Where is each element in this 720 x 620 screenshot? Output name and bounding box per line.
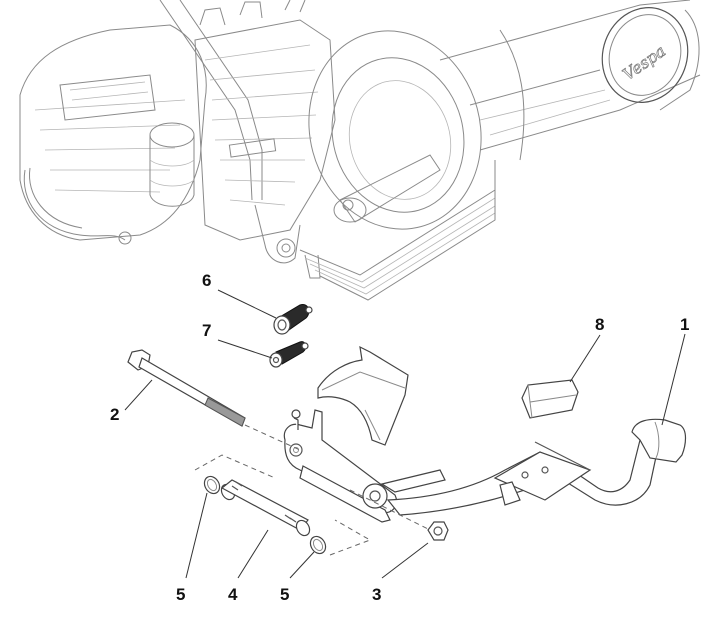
pivot-bolt <box>127 349 246 427</box>
callout-label-5a: 5 <box>176 585 185 604</box>
callout-4: 4 <box>228 529 269 604</box>
engine-assembly: Vespa <box>19 0 701 301</box>
callout-label-1: 1 <box>680 315 689 334</box>
centre-stand-frame <box>244 345 687 536</box>
bushing-pin <box>220 479 311 537</box>
return-spring-large <box>273 303 313 335</box>
washer-right <box>309 535 327 555</box>
callout-5-left: 5 <box>176 492 208 604</box>
callout-5-right: 5 <box>280 551 315 604</box>
callout-label-2: 2 <box>110 405 119 424</box>
rubber-stop-pad <box>521 379 579 419</box>
lock-nut <box>427 521 449 541</box>
callout-7: 7 <box>202 321 273 359</box>
callout-3: 3 <box>372 542 429 604</box>
washer-left <box>203 475 221 495</box>
callout-1: 1 <box>661 315 689 426</box>
callout-label-7: 7 <box>202 321 211 340</box>
callout-label-4: 4 <box>228 585 238 604</box>
callout-2: 2 <box>110 379 153 424</box>
callout-label-5b: 5 <box>280 585 289 604</box>
callout-label-6: 6 <box>202 271 211 290</box>
return-spring-small <box>269 341 309 368</box>
callout-8: 8 <box>569 315 604 383</box>
callout-label-8: 8 <box>595 315 604 334</box>
vespa-badge-oval <box>601 7 689 103</box>
vespa-badge-text: Vespa <box>619 41 669 84</box>
callout-label-3: 3 <box>372 585 381 604</box>
callout-6: 6 <box>202 271 277 319</box>
